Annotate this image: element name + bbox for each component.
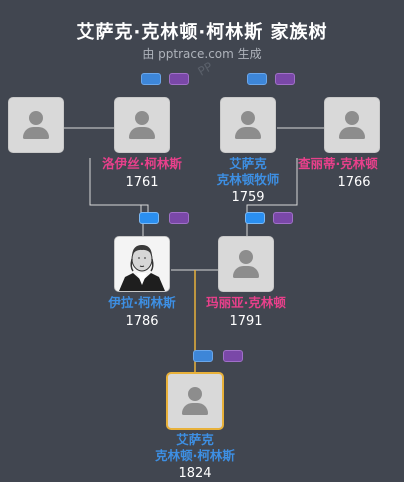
person-card-paternal-grandmother[interactable]: [114, 97, 170, 153]
person-name-line1: 艾萨克: [229, 156, 267, 171]
avatar-head-icon: [241, 111, 255, 125]
person-name: 查丽蒂·克林顿: [298, 157, 378, 171]
avatar-head-icon: [135, 111, 149, 125]
person-name: 伊拉·柯林斯: [108, 295, 176, 310]
avatar-head-icon: [239, 250, 253, 264]
avatar-body-icon: [339, 127, 365, 139]
family-chip-male[interactable]: [141, 73, 161, 85]
avatar-head-icon: [188, 387, 202, 401]
person-year: 1824: [178, 466, 212, 481]
portrait-photo-icon: [115, 237, 169, 291]
avatar-body-icon: [235, 127, 261, 139]
person-card-maternal-grandfather[interactable]: [220, 97, 276, 153]
person-card-subject[interactable]: [166, 372, 224, 430]
person-name-line1: 艾萨克: [176, 432, 214, 447]
page-subtitle: 由 pptrace.com 生成: [142, 47, 262, 61]
family-chip-female[interactable]: [273, 212, 293, 224]
person-year: 1786: [125, 314, 159, 329]
family-chip-male[interactable]: [193, 350, 213, 362]
person-name-line2: 克林顿·柯林斯: [155, 448, 235, 463]
avatar-body-icon: [129, 127, 155, 139]
person-name: 玛丽亚·克林顿: [206, 295, 286, 310]
family-chip-male[interactable]: [247, 73, 267, 85]
person-name: 洛伊丝·柯林斯: [102, 156, 182, 171]
avatar-body-icon: [23, 127, 49, 139]
person-year: 1761: [125, 175, 159, 190]
family-chip-female[interactable]: [169, 212, 189, 224]
family-chip-female[interactable]: [223, 350, 243, 362]
person-card-mother[interactable]: [218, 236, 274, 292]
person-name-line2: 克林顿牧师: [216, 172, 280, 187]
person-year: 1791: [229, 314, 263, 329]
person-year: 1766: [337, 175, 371, 190]
person-year: 1759: [231, 190, 265, 205]
person-card-maternal-grandmother[interactable]: [324, 97, 380, 153]
person-card-father[interactable]: [114, 236, 170, 292]
avatar-head-icon: [29, 111, 43, 125]
family-chip-female[interactable]: [275, 73, 295, 85]
person-card-paternal-grandfather[interactable]: [8, 97, 64, 153]
avatar-body-icon: [233, 266, 259, 278]
family-chip-male[interactable]: [245, 212, 265, 224]
avatar-head-icon: [345, 111, 359, 125]
family-chip-male[interactable]: [139, 212, 159, 224]
avatar-body-icon: [182, 403, 208, 415]
family-chip-female[interactable]: [169, 73, 189, 85]
page-title: 艾萨克·克林顿·柯林斯 家族树: [76, 22, 328, 43]
